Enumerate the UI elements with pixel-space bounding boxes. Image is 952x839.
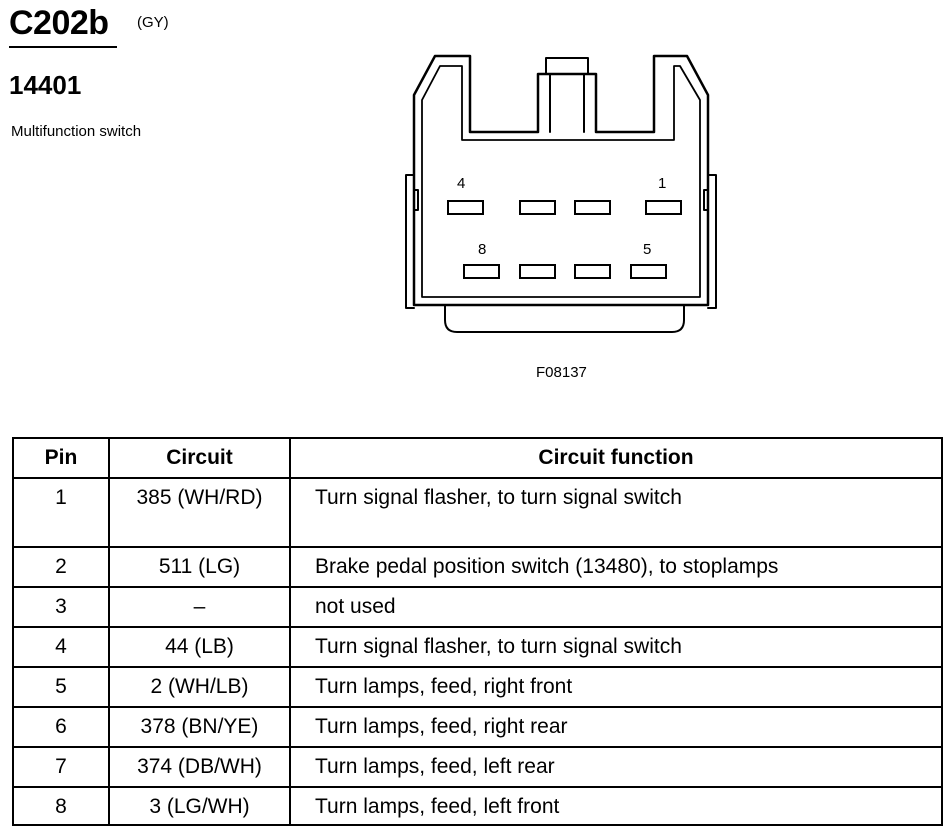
table-row: 1 385 (WH/RD) Turn signal flasher, to tu… <box>12 477 943 548</box>
connector-outer-body <box>412 54 710 307</box>
pin-label-8: 8 <box>478 241 486 258</box>
function-cell: Turn lamps, feed, right rear <box>289 706 943 748</box>
pin-cavity-5 <box>630 264 667 279</box>
circuit-cell: 511 (LG) <box>108 546 291 588</box>
pin-cell: 4 <box>12 626 110 668</box>
table-row: 5 2 (WH/LB) Turn lamps, feed, right fron… <box>12 666 943 708</box>
pin-cavity-3 <box>519 200 556 215</box>
circuit-cell: 374 (DB/WH) <box>108 746 291 788</box>
connector-bottom-lip <box>444 304 685 333</box>
pin-cell: 7 <box>12 746 110 788</box>
table-row: 3 – not used <box>12 586 943 628</box>
pinout-table: Pin Circuit Circuit function 1 385 (WH/R… <box>12 437 943 826</box>
table-row: 7 374 (DB/WH) Turn lamps, feed, left rea… <box>12 746 943 788</box>
function-cell: Brake pedal position switch (13480), to … <box>289 546 943 588</box>
pin-cavity-7 <box>519 264 556 279</box>
pin-cell: 2 <box>12 546 110 588</box>
circuit-cell: 385 (WH/RD) <box>108 477 291 548</box>
pin-cell: 3 <box>12 586 110 628</box>
pin-cell: 8 <box>12 786 110 826</box>
pin-label-1: 1 <box>658 175 666 192</box>
center-latch <box>545 57 589 133</box>
pin-cavity-2 <box>574 200 611 215</box>
circuit-cell: 2 (WH/LB) <box>108 666 291 708</box>
table-header-row: Pin Circuit Circuit function <box>12 437 943 479</box>
pin-cavity-4 <box>447 200 484 215</box>
right-side-rib <box>703 174 717 309</box>
pin-cavity-1 <box>645 200 682 215</box>
table-row: 8 3 (LG/WH) Turn lamps, feed, left front <box>12 786 943 826</box>
pin-cell: 1 <box>12 477 110 548</box>
component-name: Multifunction switch <box>11 123 142 140</box>
circuit-cell: 44 (LB) <box>108 626 291 668</box>
table-row: 6 378 (BN/YE) Turn lamps, feed, right re… <box>12 706 943 748</box>
header-circuit: Circuit <box>108 437 291 479</box>
function-cell: Turn lamps, feed, right front <box>289 666 943 708</box>
circuit-cell: – <box>108 586 291 628</box>
table-row: 4 44 (LB) Turn signal flasher, to turn s… <box>12 626 943 668</box>
figure-id: F08137 <box>536 364 587 381</box>
pin-cell: 5 <box>12 666 110 708</box>
pin-label-5: 5 <box>643 241 651 258</box>
left-side-rib <box>405 174 419 309</box>
function-cell: Turn lamps, feed, left front <box>289 786 943 826</box>
part-number: 14401 <box>9 70 82 100</box>
pin-cavity-8 <box>463 264 500 279</box>
function-cell: not used <box>289 586 943 628</box>
connector-face-diagram: 4 1 8 5 <box>405 54 717 333</box>
circuit-cell: 378 (BN/YE) <box>108 706 291 748</box>
function-cell: Turn signal flasher, to turn signal swit… <box>289 626 943 668</box>
connector-inner-outline <box>421 65 701 298</box>
function-cell: Turn lamps, feed, left rear <box>289 746 943 788</box>
pin-cavity-6 <box>574 264 611 279</box>
header-circuit-function: Circuit function <box>289 437 943 479</box>
pin-label-4: 4 <box>457 175 465 192</box>
connector-title: C202b <box>9 4 109 42</box>
color-code: (GY) <box>137 14 169 31</box>
header-pin: Pin <box>12 437 110 479</box>
table-row: 2 511 (LG) Brake pedal position switch (… <box>12 546 943 588</box>
title-underline <box>9 46 117 48</box>
circuit-cell: 3 (LG/WH) <box>108 786 291 826</box>
pin-cell: 6 <box>12 706 110 748</box>
function-cell: Turn signal flasher, to turn signal swit… <box>289 477 943 548</box>
